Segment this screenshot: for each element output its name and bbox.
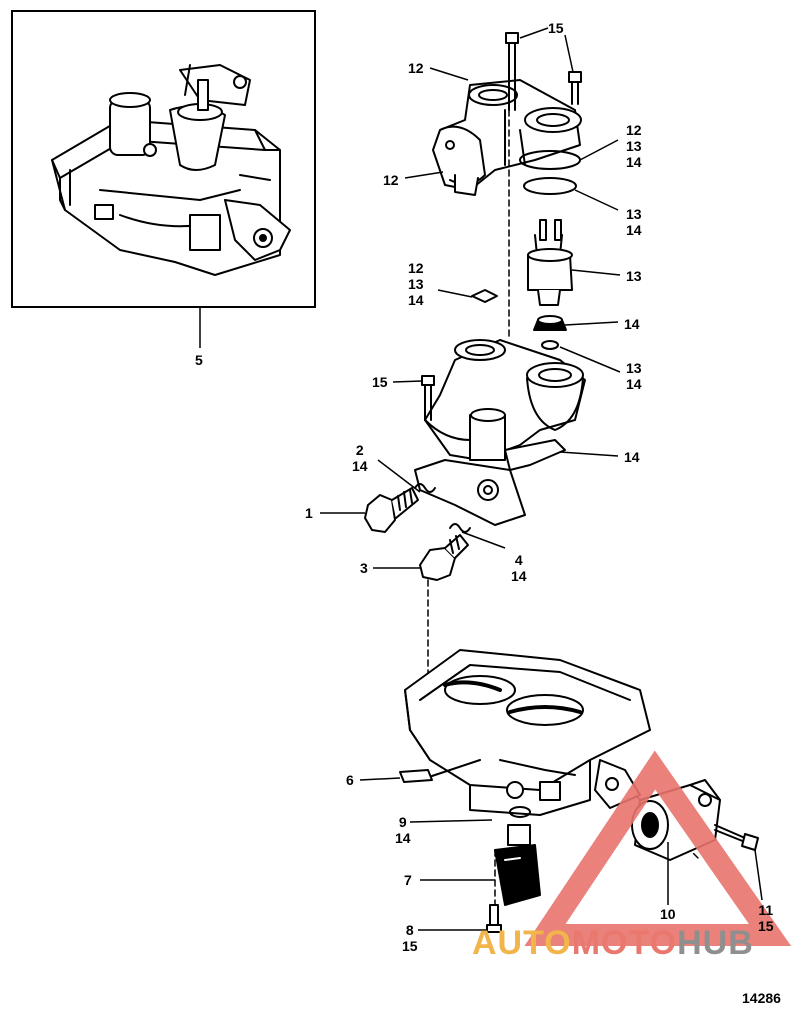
clip-drawing [471,289,498,303]
callout-14-gasket: 14 [624,449,640,465]
spring-2-drawing [414,483,436,493]
assembly-inset-frame [11,10,316,308]
watermark-triangle [524,750,792,946]
callout-12-mid: 12 [383,172,399,188]
callout-12-top: 12 [408,60,424,76]
callout-11-15: 11 15 [758,902,774,934]
fuel-meter-body-drawing [424,339,586,501]
callout-4-14: 4 14 [511,552,527,584]
screw-drawings-top [505,32,582,111]
figure-number: 14286 [742,990,781,1006]
callout-9-14: 9 14 [395,814,411,846]
callout-1: 1 [305,505,313,521]
callout-8-15: 8 15 [402,922,418,954]
callout-3: 3 [360,560,368,576]
part-7-drawing [494,824,541,906]
part-3-drawing [419,534,469,581]
watermark-hub: HUB [677,924,754,962]
callout-13-sensor: 13 [626,268,642,284]
bracket-drawing [504,439,566,471]
watermark-auto: AUTO [472,924,572,962]
upper-injector-housing-drawing [432,79,582,196]
part-1-drawing [364,487,419,533]
fuel-injector-drawing [527,219,573,306]
callout-7: 7 [404,872,412,888]
meter-gasket-drawing [414,459,526,526]
callout-2-14: 2 14 [352,442,368,474]
spring-4-drawing [449,523,471,533]
screw-drawing-left [421,375,435,421]
callout-12-13-14-right: 12 13 14 [626,122,642,170]
watermark-moto: MOTO [571,924,678,962]
part-6-drawing [399,759,481,783]
callout-15-top: 15 [548,20,564,36]
callout-12-13-14-left: 12 13 14 [408,260,424,308]
callout-14-nut: 14 [624,316,640,332]
nut-drawing [533,315,567,350]
assembled-throttle-body-drawing [51,64,291,276]
callout-13-14-lower: 13 14 [626,360,642,392]
leader-lines [199,27,763,931]
callout-13-14-upper: 13 14 [626,206,642,238]
callout-10: 10 [660,906,676,922]
part-9-drawing [509,806,531,818]
watermark-logo: AUTOMOTOHUB [472,926,754,960]
callout-5: 5 [195,352,203,368]
o-ring-drawing [523,177,577,195]
callout-15-left: 15 [372,374,388,390]
throttle-body-drawing [404,649,651,816]
callout-6: 6 [346,772,354,788]
